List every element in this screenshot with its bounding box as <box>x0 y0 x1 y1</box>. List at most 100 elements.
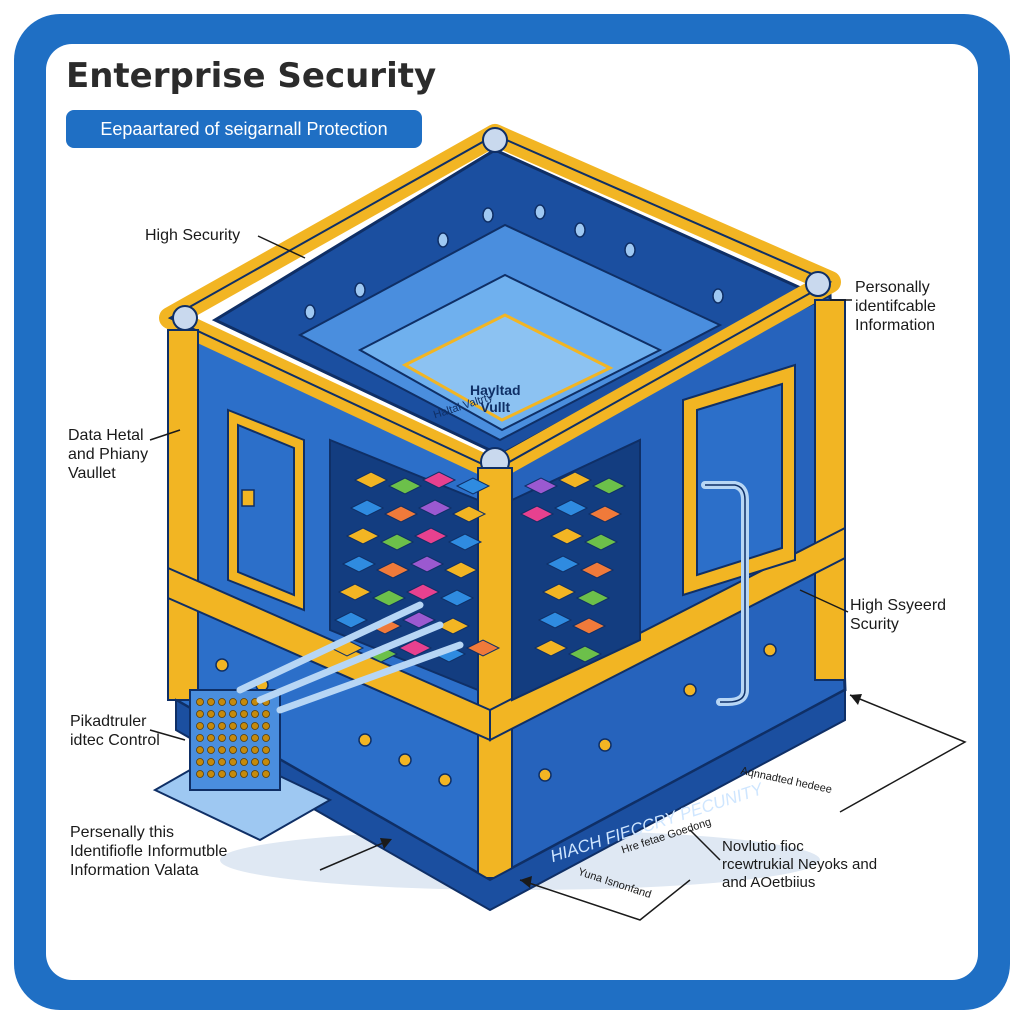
data-chip <box>447 533 483 551</box>
control-grid-cell <box>240 722 248 730</box>
control-grid-cell <box>262 734 270 742</box>
left-door <box>237 423 295 597</box>
data-chip <box>345 527 381 545</box>
data-chip <box>575 589 611 607</box>
control-grid-cell <box>196 722 204 730</box>
data-chip <box>401 611 437 629</box>
control-grid-cell <box>207 758 215 766</box>
label-data-hetal: Data Hetal and Phiany Vaullet <box>68 427 149 482</box>
control-grid-cell <box>229 698 237 706</box>
control-grid-cell <box>262 710 270 718</box>
data-chip <box>541 583 577 601</box>
control-grid-cell <box>251 722 259 730</box>
data-chip <box>379 533 415 551</box>
label-high-security: High Security <box>145 227 241 244</box>
rim-bolt <box>482 127 508 153</box>
control-grid-cell <box>207 722 215 730</box>
data-chip <box>523 477 559 495</box>
data-chip <box>337 583 373 601</box>
control-grid-cell <box>218 734 226 742</box>
data-chip <box>349 499 385 517</box>
control-grid-cell <box>229 758 237 766</box>
control-grid-cell <box>229 722 237 730</box>
data-chip <box>443 561 479 579</box>
data-chip <box>421 471 457 489</box>
label-high-ssyeerd: High Ssyeerd Scurity <box>850 597 947 633</box>
band-right <box>489 526 846 742</box>
control-grid-cell <box>207 734 215 742</box>
control-grid-cell <box>262 746 270 754</box>
data-chip <box>567 645 603 663</box>
control-grid-cell <box>196 770 204 778</box>
leader-lines <box>149 235 967 921</box>
control-pipes <box>236 601 464 714</box>
control-grid-cell <box>207 746 215 754</box>
control-grid-cell <box>196 710 204 718</box>
pillar-front <box>477 467 513 879</box>
vault-inner-core <box>401 313 614 422</box>
label-pikadtruler: Pikadtruler idtec Control <box>70 713 160 749</box>
data-chip <box>591 477 627 495</box>
data-chip <box>405 583 441 601</box>
control-grid-cell <box>218 722 226 730</box>
data-chip <box>587 505 623 523</box>
left-door-handle <box>241 489 255 507</box>
control-grid-cell <box>229 746 237 754</box>
control-grid-cell <box>229 710 237 718</box>
page-title: Enterprise Security <box>66 56 437 96</box>
base-rivets <box>215 643 777 787</box>
control-grid-cell <box>251 770 259 778</box>
control-grid-cell <box>196 758 204 766</box>
control-grid-cell <box>196 734 204 742</box>
control-grid-cell <box>229 734 237 742</box>
front-bay-right <box>511 438 641 702</box>
data-chip <box>417 499 453 517</box>
data-chip <box>451 505 487 523</box>
data-chip <box>375 561 411 579</box>
data-chip <box>549 527 585 545</box>
data-chip <box>519 505 555 523</box>
data-chip <box>387 477 423 495</box>
control-grid-cell <box>262 722 270 730</box>
data-chip <box>409 555 445 573</box>
control-grid <box>196 698 270 778</box>
data-chip <box>571 617 607 635</box>
control-grid-cell <box>196 698 204 706</box>
control-grid-cell <box>240 758 248 766</box>
control-grid-cell <box>207 710 215 718</box>
control-grid-cell <box>251 710 259 718</box>
label-novlutio: Novlutio fioc rcewtrukial Neyoks and and… <box>722 838 878 891</box>
control-grid-cell <box>240 710 248 718</box>
data-chip <box>533 639 569 657</box>
control-grid-cell <box>218 710 226 718</box>
control-grid-cell <box>251 758 259 766</box>
control-grid-cell <box>240 746 248 754</box>
data-chip <box>455 477 491 495</box>
control-grid-cell <box>240 698 248 706</box>
label-pii-bottom: Persenally this Identifiofle Informutble… <box>70 824 228 879</box>
label-vault-center: Hayltad Vullt <box>470 382 521 415</box>
data-chip <box>465 639 501 657</box>
data-chip <box>371 589 407 607</box>
data-chip <box>353 471 389 489</box>
rim-bolt <box>172 305 198 331</box>
subtitle-text: Eepaartared of seigarnall Protection <box>100 119 388 139</box>
data-chip <box>435 617 471 635</box>
control-grid-cell <box>196 746 204 754</box>
data-chip <box>333 611 369 629</box>
data-chip <box>583 533 619 551</box>
control-grid-cell <box>240 734 248 742</box>
data-chips <box>329 471 627 663</box>
data-chip <box>545 555 581 573</box>
control-grid-cell <box>218 746 226 754</box>
data-chip <box>439 589 475 607</box>
control-grid-cell <box>207 698 215 706</box>
data-chip <box>557 471 593 489</box>
data-chip <box>341 555 377 573</box>
arrow-heads <box>380 694 862 888</box>
pillar-left <box>167 329 199 701</box>
rim-bolt <box>805 271 831 297</box>
control-grid-cell <box>262 770 270 778</box>
